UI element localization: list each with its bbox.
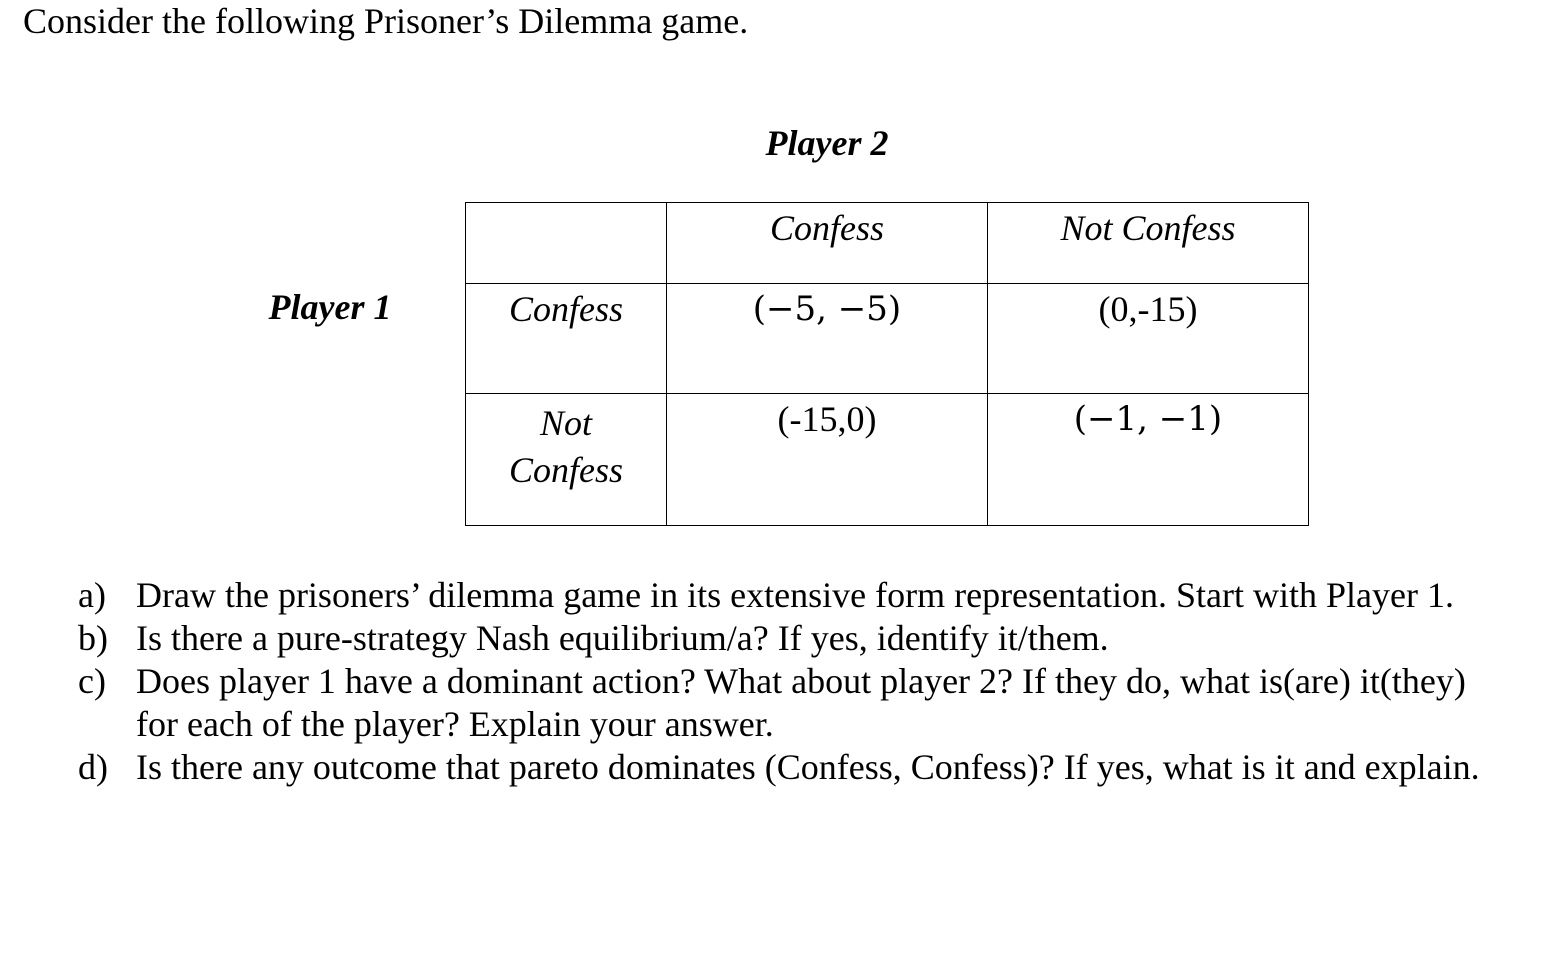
column-header-confess: Confess <box>666 202 988 284</box>
question-text: Does player 1 have a dominant action? Wh… <box>136 661 1466 744</box>
question-text: Draw the prisoners’ dilemma game in its … <box>136 575 1454 615</box>
question-label: c) <box>78 661 106 701</box>
intro-text: Consider the following Prisoner’s Dilemm… <box>23 1 749 41</box>
payoff-matrix: Confess Not Confess Confess (−5, −5) (0,… <box>465 202 1309 526</box>
matrix-row: Confess (−5, −5) (0,-15) <box>465 283 1309 394</box>
question-text: Is there a pure-strategy Nash equilibriu… <box>136 618 1109 658</box>
player1-label: Player 1 <box>268 287 392 327</box>
payoff-cell: (−5, −5) <box>666 283 988 394</box>
payoff-cell: (0,-15) <box>987 283 1309 394</box>
row-header-not-confess: Not Confess <box>465 393 667 526</box>
row-header-confess: Confess <box>465 283 667 394</box>
player2-label: Player 2 <box>765 123 889 163</box>
column-header-not-confess: Not Confess <box>987 202 1309 284</box>
matrix-row: Not Confess (-15,0) (−1, −1) <box>465 393 1309 526</box>
question-item: c) Does player 1 have a dominant action?… <box>78 660 1488 746</box>
payoff-cell: (−1, −1) <box>987 393 1309 526</box>
payoff-cell: (-15,0) <box>666 393 988 526</box>
question-label: b) <box>78 618 108 658</box>
question-list: a) Draw the prisoners’ dilemma game in i… <box>78 574 1488 789</box>
header-row: Confess Not Confess <box>465 202 1309 284</box>
corner-cell <box>465 202 667 284</box>
row-header-line: Not <box>539 403 592 443</box>
question-text: Is there any outcome that pareto dominat… <box>136 747 1480 787</box>
row-header-line: Confess <box>508 450 623 490</box>
question-label: d) <box>78 747 108 787</box>
question-label: a) <box>78 575 106 615</box>
question-item: a) Draw the prisoners’ dilemma game in i… <box>78 574 1488 617</box>
question-item: b) Is there a pure-strategy Nash equilib… <box>78 617 1488 660</box>
question-item: d) Is there any outcome that pareto domi… <box>78 746 1488 789</box>
